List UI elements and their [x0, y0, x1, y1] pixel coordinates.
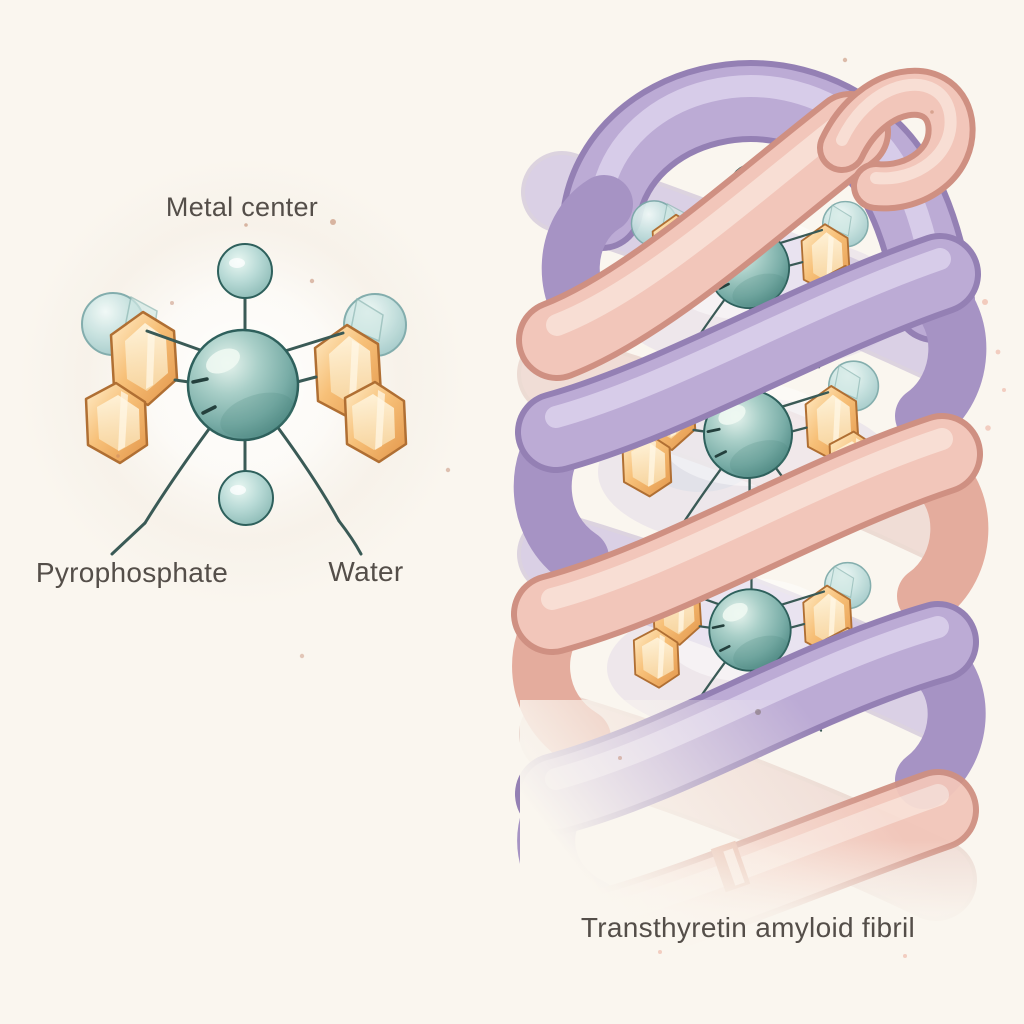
speckle: [445, 467, 451, 473]
pink-ribbon-curl: [817, 67, 976, 212]
speckle: [1002, 388, 1006, 392]
speckle: [618, 756, 622, 760]
speckle: [170, 301, 174, 305]
front-band-pink-2: [511, 413, 983, 655]
speckle: [903, 954, 907, 958]
metal-center-diagram: [80, 242, 408, 556]
fibril-caption: Transthyretin amyloid fibril: [581, 912, 915, 943]
amyloid-fibril-diagram: [511, 60, 1020, 1024]
fibril-fade-bottom: [520, 820, 1020, 1024]
speckle: [842, 57, 848, 63]
speckle: [985, 425, 991, 431]
speckle: [995, 349, 1001, 355]
front-band-lavender-1: [515, 233, 981, 473]
metal-center-label: Metal center: [166, 192, 318, 222]
speckle: [330, 219, 336, 225]
speckle: [299, 653, 305, 659]
speckle: [658, 950, 662, 954]
speckle: [309, 278, 315, 284]
speckle: [755, 709, 761, 715]
speckle: [930, 110, 934, 114]
pyrophosphate-label: Pyrophosphate: [36, 557, 228, 588]
paint-speckles: [116, 57, 1006, 958]
speckle: [982, 299, 988, 305]
speckle: [116, 454, 120, 458]
water-leader-line: [337, 519, 363, 556]
front-band-pink-top: [516, 91, 891, 381]
speckle: [244, 223, 248, 227]
water-label: Water: [328, 556, 403, 587]
pyrophosphate-leader-line: [110, 521, 147, 556]
